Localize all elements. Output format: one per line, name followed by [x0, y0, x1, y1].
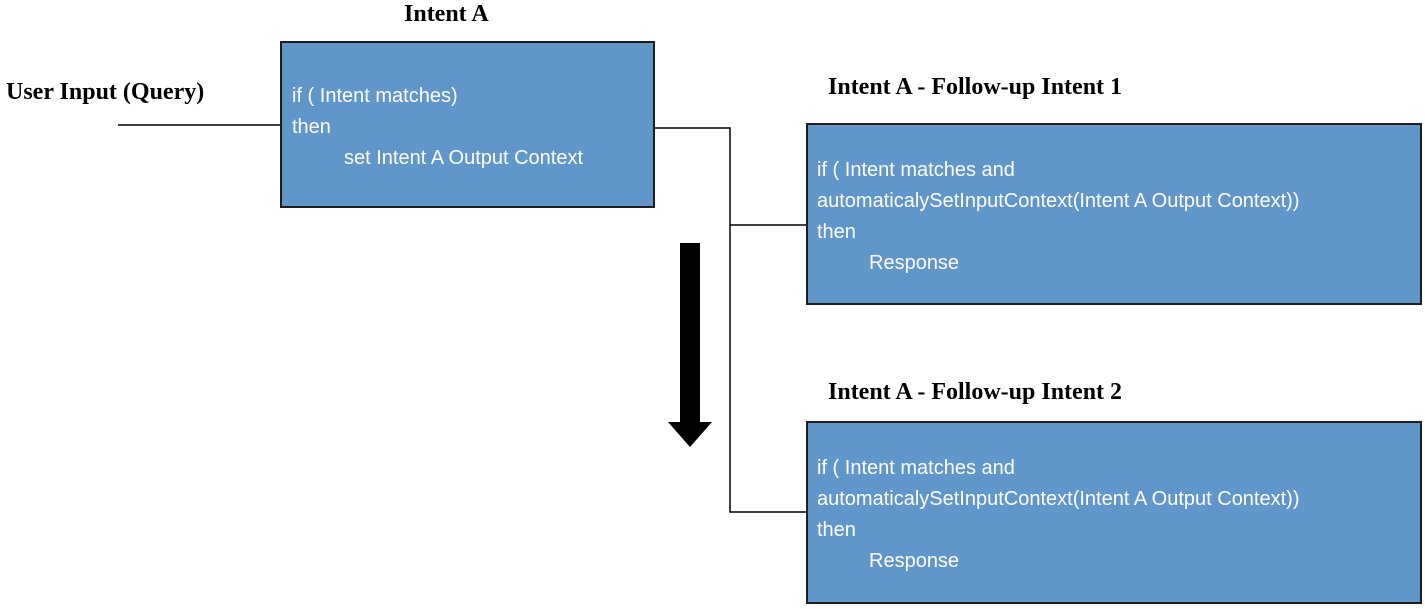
- followup-1-title: Intent A - Follow-up Intent 1: [828, 74, 1123, 100]
- user-input-label: User Input (Query): [6, 79, 205, 105]
- followup-1-box: if ( Intent matches and automaticalySetI…: [806, 123, 1422, 305]
- followup-2-line-4: Response: [869, 550, 960, 572]
- followup-1-line-2: automaticalySetInputContext(Intent A Out…: [817, 190, 1300, 212]
- intent-a-box: if ( Intent matches) then set Intent A O…: [280, 41, 655, 208]
- followup-1-line-3: then: [817, 221, 856, 243]
- followup-2-box: if ( Intent matches and automaticalySetI…: [806, 421, 1422, 604]
- followup-2-title: Intent A - Follow-up Intent 2: [828, 379, 1123, 405]
- followup-bracket-connector: [654, 127, 808, 513]
- followup-1-line-4: Response: [869, 252, 960, 274]
- down-arrow-icon: [668, 243, 712, 447]
- intent-a-line-3: set Intent A Output Context: [344, 147, 584, 169]
- intent-a-line-1: if ( Intent matches): [292, 85, 458, 107]
- followup-2-line-1: if ( Intent matches and: [817, 457, 1015, 479]
- intent-a-title: Intent A: [404, 1, 489, 27]
- followup-1-line-1: if ( Intent matches and: [817, 159, 1015, 181]
- followup-2-line-2: automaticalySetInputContext(Intent A Out…: [817, 488, 1300, 510]
- intent-a-line-2: then: [292, 116, 331, 138]
- followup-2-line-3: then: [817, 519, 856, 541]
